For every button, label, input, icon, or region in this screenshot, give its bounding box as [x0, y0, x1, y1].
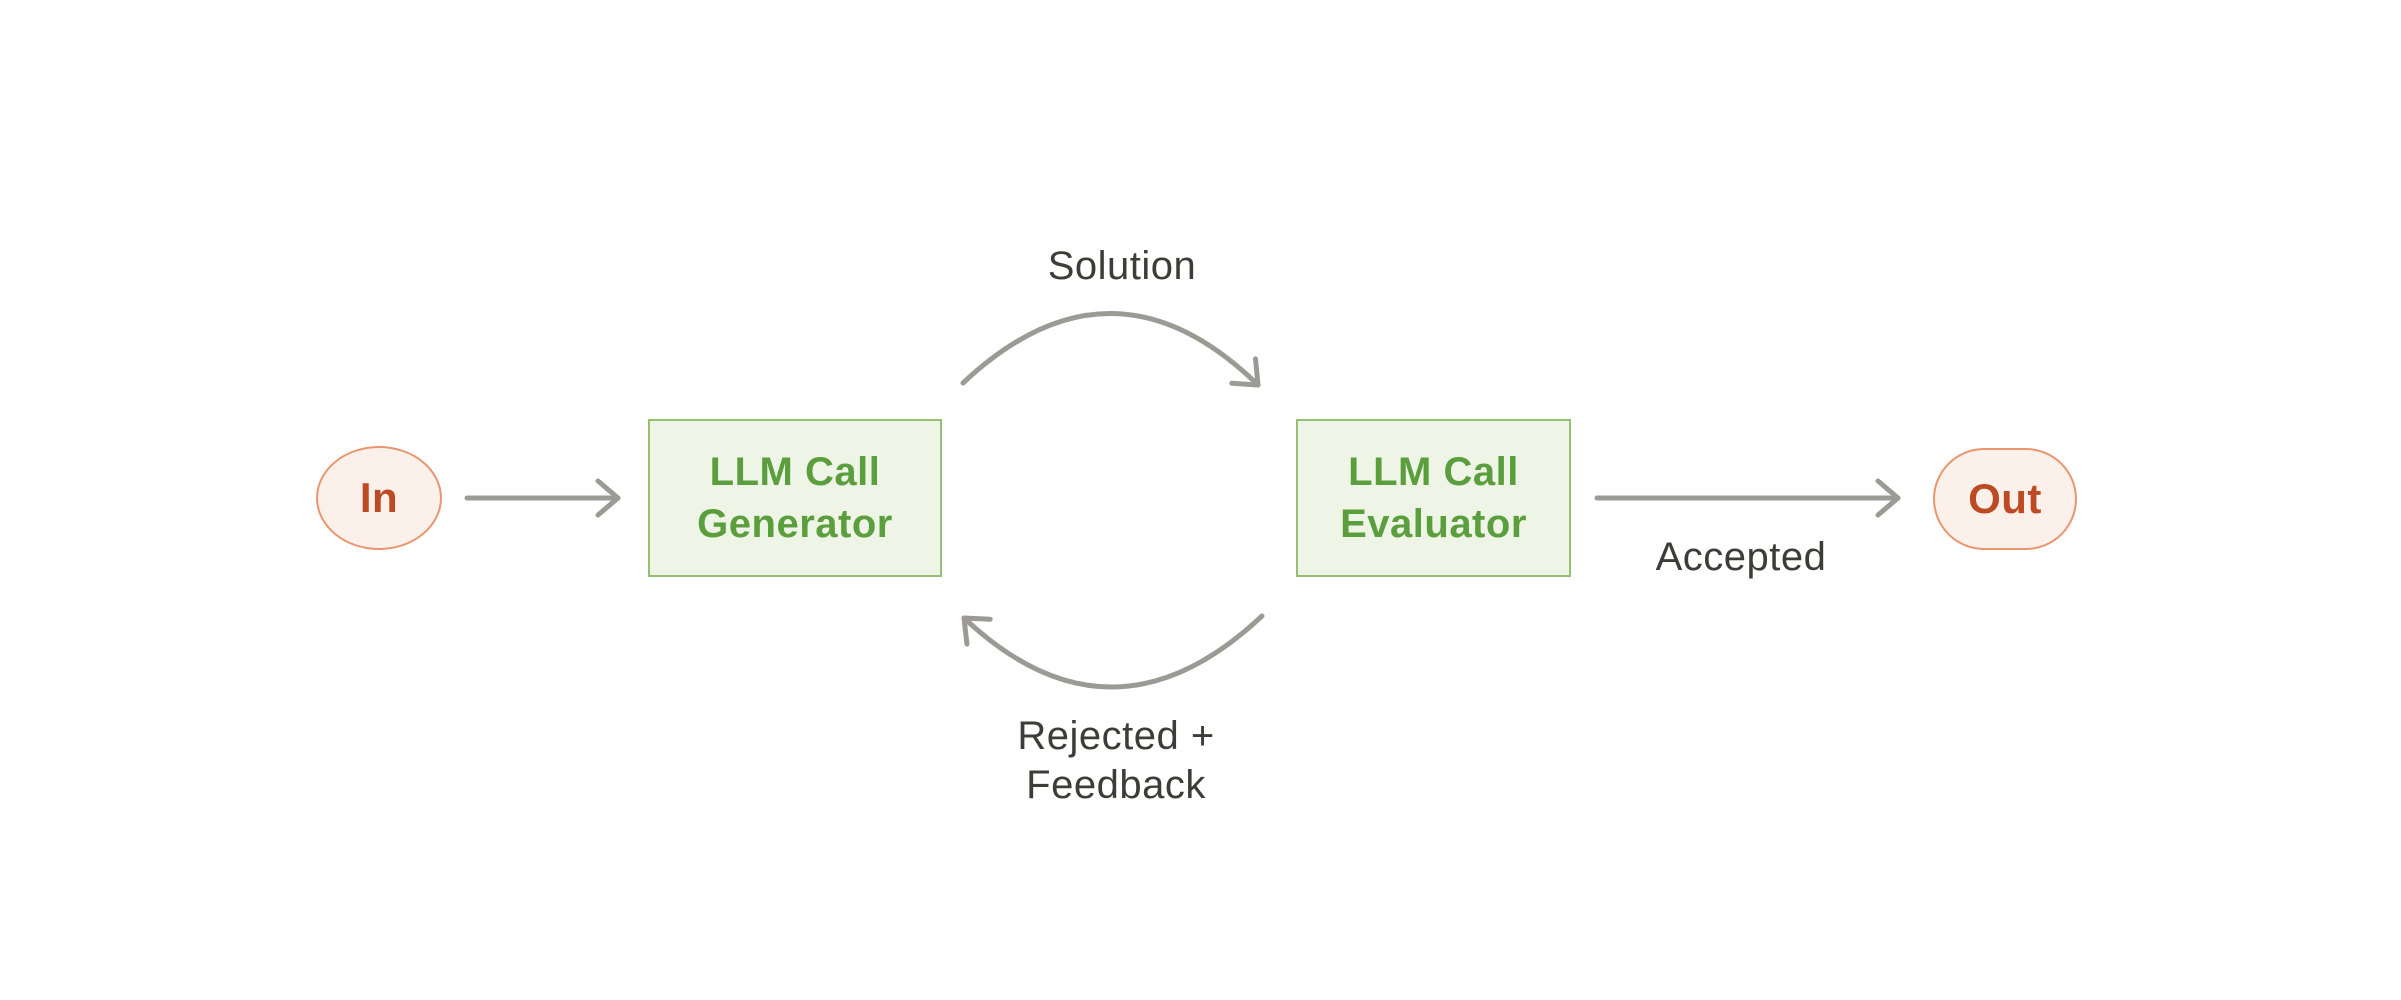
rejected-feedback-edge-label: Rejected + Feedback [1017, 714, 1215, 807]
input-node: In [316, 446, 442, 550]
edge-rejected-feedback-arc-arrow [961, 613, 1265, 690]
accepted-edge-label: Accepted [1655, 535, 1827, 579]
generator-node: LLM Call Generator [648, 419, 942, 577]
solution-edge-label: Solution [1047, 244, 1197, 288]
output-node: Out [1933, 448, 2077, 550]
evaluator-node: LLM Call Evaluator [1296, 419, 1571, 577]
edge-solution-arc-arrow [960, 311, 1261, 388]
